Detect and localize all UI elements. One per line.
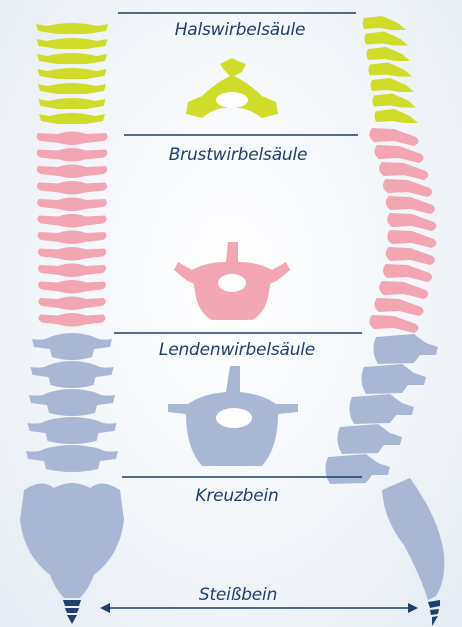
- arrow-head-right: [408, 603, 418, 613]
- label-sacrum: Kreuzbein: [195, 486, 278, 506]
- cervical-vertebra-lateral: [373, 94, 417, 108]
- cervical-vertebra: [38, 83, 106, 94]
- cervical-vertebra: [39, 113, 105, 124]
- lumbar-vertebra: [28, 417, 117, 444]
- cervical-vertebra-sample: [186, 58, 278, 118]
- lumbar-vertebra-lateral: [325, 454, 390, 484]
- vertebral-foramen: [218, 274, 246, 292]
- label-thoracic: Brustwirbelsäule: [169, 145, 308, 165]
- vertebral-foramen: [216, 92, 248, 108]
- sacrum: [20, 483, 124, 598]
- cervical-vertebra-lateral: [369, 63, 413, 77]
- cervical-vertebra-lateral: [365, 32, 409, 46]
- cervical-vertebra: [36, 23, 108, 34]
- thoracic-vertebra-lateral: [386, 196, 435, 214]
- coccyx: [63, 600, 81, 624]
- coccyx-lateral: [428, 600, 440, 626]
- cervical-vertebra: [37, 38, 108, 49]
- thoracic-vertebra: [38, 231, 107, 245]
- thoracic-vertebra: [38, 247, 106, 261]
- thoracic-vertebra-lateral: [386, 247, 435, 265]
- cervical-vertebra-lateral: [375, 109, 419, 123]
- cervical-vertebra-lateral: [363, 16, 407, 30]
- thoracic-vertebra-lateral: [383, 264, 432, 282]
- thoracic-vertebra: [38, 280, 106, 294]
- thoracic-vertebra-lateral: [379, 281, 428, 299]
- cervical-vertebra: [39, 98, 106, 109]
- cervical-vertebra: [38, 68, 107, 79]
- thoracic-vertebra: [38, 297, 105, 311]
- thoracic-vertebra-lateral: [383, 179, 432, 197]
- thoracic-vertebra-lateral: [387, 230, 436, 248]
- thoracic-vertebra: [37, 165, 107, 179]
- thoracic-vertebra: [38, 264, 106, 278]
- thoracic-vertebra: [37, 214, 106, 228]
- lumbar-vertebra: [31, 361, 114, 388]
- label-lumbar: Lendenwirbelsäule: [159, 340, 315, 360]
- sacrum-lateral: [382, 478, 444, 600]
- label-coccyx: Steißbein: [199, 585, 277, 605]
- thoracic-vertebra: [37, 148, 108, 162]
- lumbar-vertebra-lateral: [337, 424, 402, 454]
- thoracic-vertebra-lateral: [374, 145, 423, 163]
- label-cervical: Halswirbelsäule: [175, 20, 306, 40]
- cervical-vertebra: [37, 53, 107, 64]
- thoracic-vertebra-lateral: [369, 128, 418, 146]
- spine-front-view: [20, 23, 124, 624]
- cervical-vertebra-lateral: [367, 47, 411, 61]
- lumbar-vertebra-lateral: [373, 334, 438, 364]
- thoracic-vertebra-lateral: [387, 213, 436, 231]
- lumbar-vertebra: [29, 389, 115, 416]
- spine-side-view: [325, 16, 444, 626]
- lumbar-vertebra: [26, 445, 118, 472]
- vertebral-foramen: [216, 408, 252, 428]
- lumbar-vertebra-lateral: [361, 364, 426, 394]
- lumbar-vertebra-lateral: [349, 394, 414, 424]
- cervical-vertebra-lateral: [371, 78, 415, 92]
- thoracic-vertebra: [39, 313, 106, 327]
- arrow-head-left: [100, 603, 110, 613]
- thoracic-vertebra-lateral: [369, 315, 418, 333]
- thoracic-vertebra-lateral: [374, 298, 423, 316]
- thoracic-vertebra: [37, 181, 107, 195]
- thoracic-vertebra-lateral: [379, 162, 428, 180]
- lumbar-vertebra: [32, 333, 112, 360]
- thoracic-vertebra: [37, 198, 107, 212]
- vertebra-samples: [168, 58, 298, 466]
- thoracic-vertebra: [36, 132, 107, 146]
